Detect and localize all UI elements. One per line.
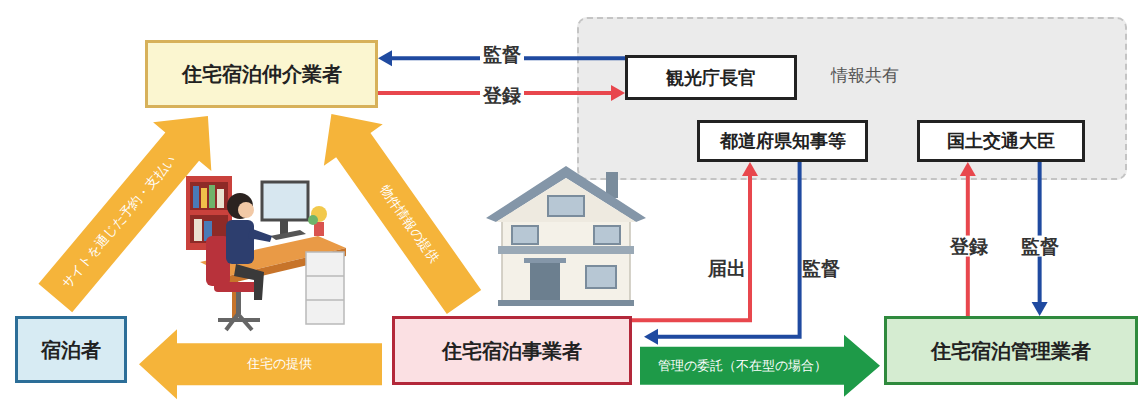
edge-label: 管理の委託（不在型の場合） [658, 359, 827, 373]
process-box: 住宅宿泊管理業者 [884, 316, 1138, 385]
arrow-head [644, 329, 658, 345]
edge-label: サイトを通じた予約・支払い [59, 153, 179, 292]
house-base [498, 300, 634, 306]
authority-box: 都道府県知事等 [697, 120, 868, 162]
arrow-head [1032, 302, 1048, 316]
window [586, 266, 616, 288]
balcony-rail [498, 246, 634, 254]
person-body [226, 220, 254, 264]
chair-base [238, 314, 252, 330]
edge-label: 監督 [480, 44, 524, 65]
node-text: 住宅宿泊事業者 [442, 339, 582, 363]
connector [644, 162, 800, 345]
flow-arrow-body [139, 329, 382, 399]
edge-label: 登録 [480, 85, 524, 106]
chair-post [236, 292, 241, 314]
book [209, 185, 215, 208]
connector-line [656, 162, 800, 337]
drawer-line [306, 299, 344, 301]
door-canopy [524, 258, 566, 263]
node-text: 観光庁長官 [666, 67, 756, 89]
connector-line [632, 174, 750, 320]
flow-arrow [324, 114, 481, 314]
drawer-cabinet [306, 252, 344, 324]
node-text: 都道府県知事等 [720, 130, 846, 152]
region-label: 情報共有 [831, 65, 899, 85]
person-hair [227, 193, 253, 219]
flow-arrow-body [324, 114, 481, 314]
monitor [262, 182, 308, 220]
office-illustration [186, 176, 346, 330]
edge-label: 届出 [705, 258, 749, 279]
person-face [238, 202, 254, 218]
authority-box: 国土交通大臣 [917, 120, 1085, 162]
node-text: 国土交通大臣 [947, 130, 1055, 152]
window [594, 226, 620, 244]
edge-label: 登録 [947, 236, 991, 257]
flow-arrow-body [38, 116, 211, 312]
flow-arrow-body [640, 335, 880, 397]
node-text: 宿泊者 [41, 338, 101, 362]
edge-label: 住宅の提供 [247, 357, 312, 371]
node-text: 住宅宿泊仲介業者 [182, 62, 342, 86]
keyboard [270, 230, 306, 240]
book [217, 189, 224, 208]
book [194, 219, 202, 241]
connector [632, 162, 758, 320]
group-region: 情報共有 観光庁長官都道府県知事等 国土交通大臣 [577, 17, 1127, 180]
chair-base [218, 318, 260, 322]
edge-label: 監督 [1018, 236, 1062, 257]
house-wall [502, 212, 630, 304]
book [201, 188, 207, 208]
drawer-line [306, 275, 344, 277]
flow-arrow [139, 329, 382, 399]
plant-leaf [308, 215, 318, 225]
edge-label: 物件情報の提供 [377, 182, 441, 265]
authority-box: 観光庁長官 [625, 55, 797, 100]
flow-arrow [640, 335, 880, 397]
house-illustration [486, 166, 646, 306]
window [512, 226, 538, 244]
arrow-head [378, 50, 392, 66]
book [193, 186, 199, 208]
process-box: 住宅宿泊仲介業者 [145, 40, 378, 108]
process-box: 宿泊者 [15, 316, 127, 383]
process-box: 住宅宿泊事業者 [392, 316, 632, 385]
shelf-inner [190, 182, 228, 210]
monitor-stand [280, 220, 288, 234]
flow-arrow [38, 116, 211, 312]
attic-window [548, 196, 584, 216]
chair-base [226, 314, 238, 330]
gable [496, 178, 636, 222]
connector-line [1038, 162, 1042, 304]
edge-label: 監督 [799, 258, 843, 279]
door [530, 262, 560, 304]
node-text: 住宅宿泊管理業者 [931, 339, 1091, 363]
person-arm [248, 228, 272, 242]
